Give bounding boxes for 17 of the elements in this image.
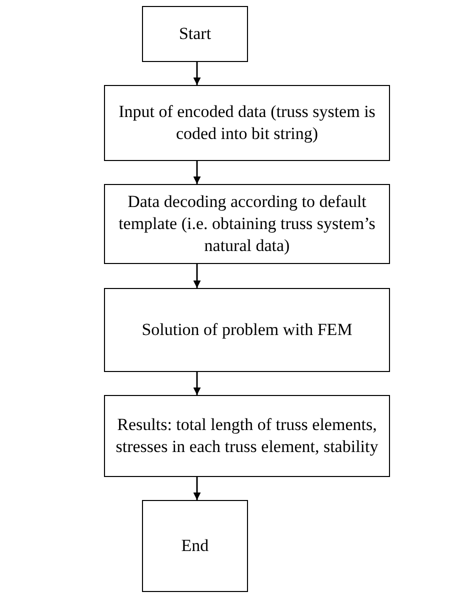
box-text: Results: total length of truss elements, stresses in each truss element, stability: [115, 414, 379, 458]
process-box: [142, 6, 248, 62]
process-box: [104, 395, 390, 477]
box-text: Start: [178, 22, 212, 45]
box-text: Input of encoded data (truss system is coded into bit string): [118, 100, 376, 145]
process-box: [104, 85, 390, 161]
box-text: Data decoding according to default template (i.e. obtaining truss system’s natural data): [118, 190, 376, 258]
process-box: [142, 500, 248, 592]
process-box: [104, 288, 390, 372]
process-box: [104, 184, 390, 264]
arrow: [193, 62, 201, 85]
arrow: [193, 372, 201, 395]
box-text: End: [181, 534, 209, 557]
arrow: [193, 477, 201, 500]
arrow: [193, 161, 201, 184]
arrow: [193, 264, 201, 288]
box-text: Solution of problem with FEM: [142, 318, 352, 341]
